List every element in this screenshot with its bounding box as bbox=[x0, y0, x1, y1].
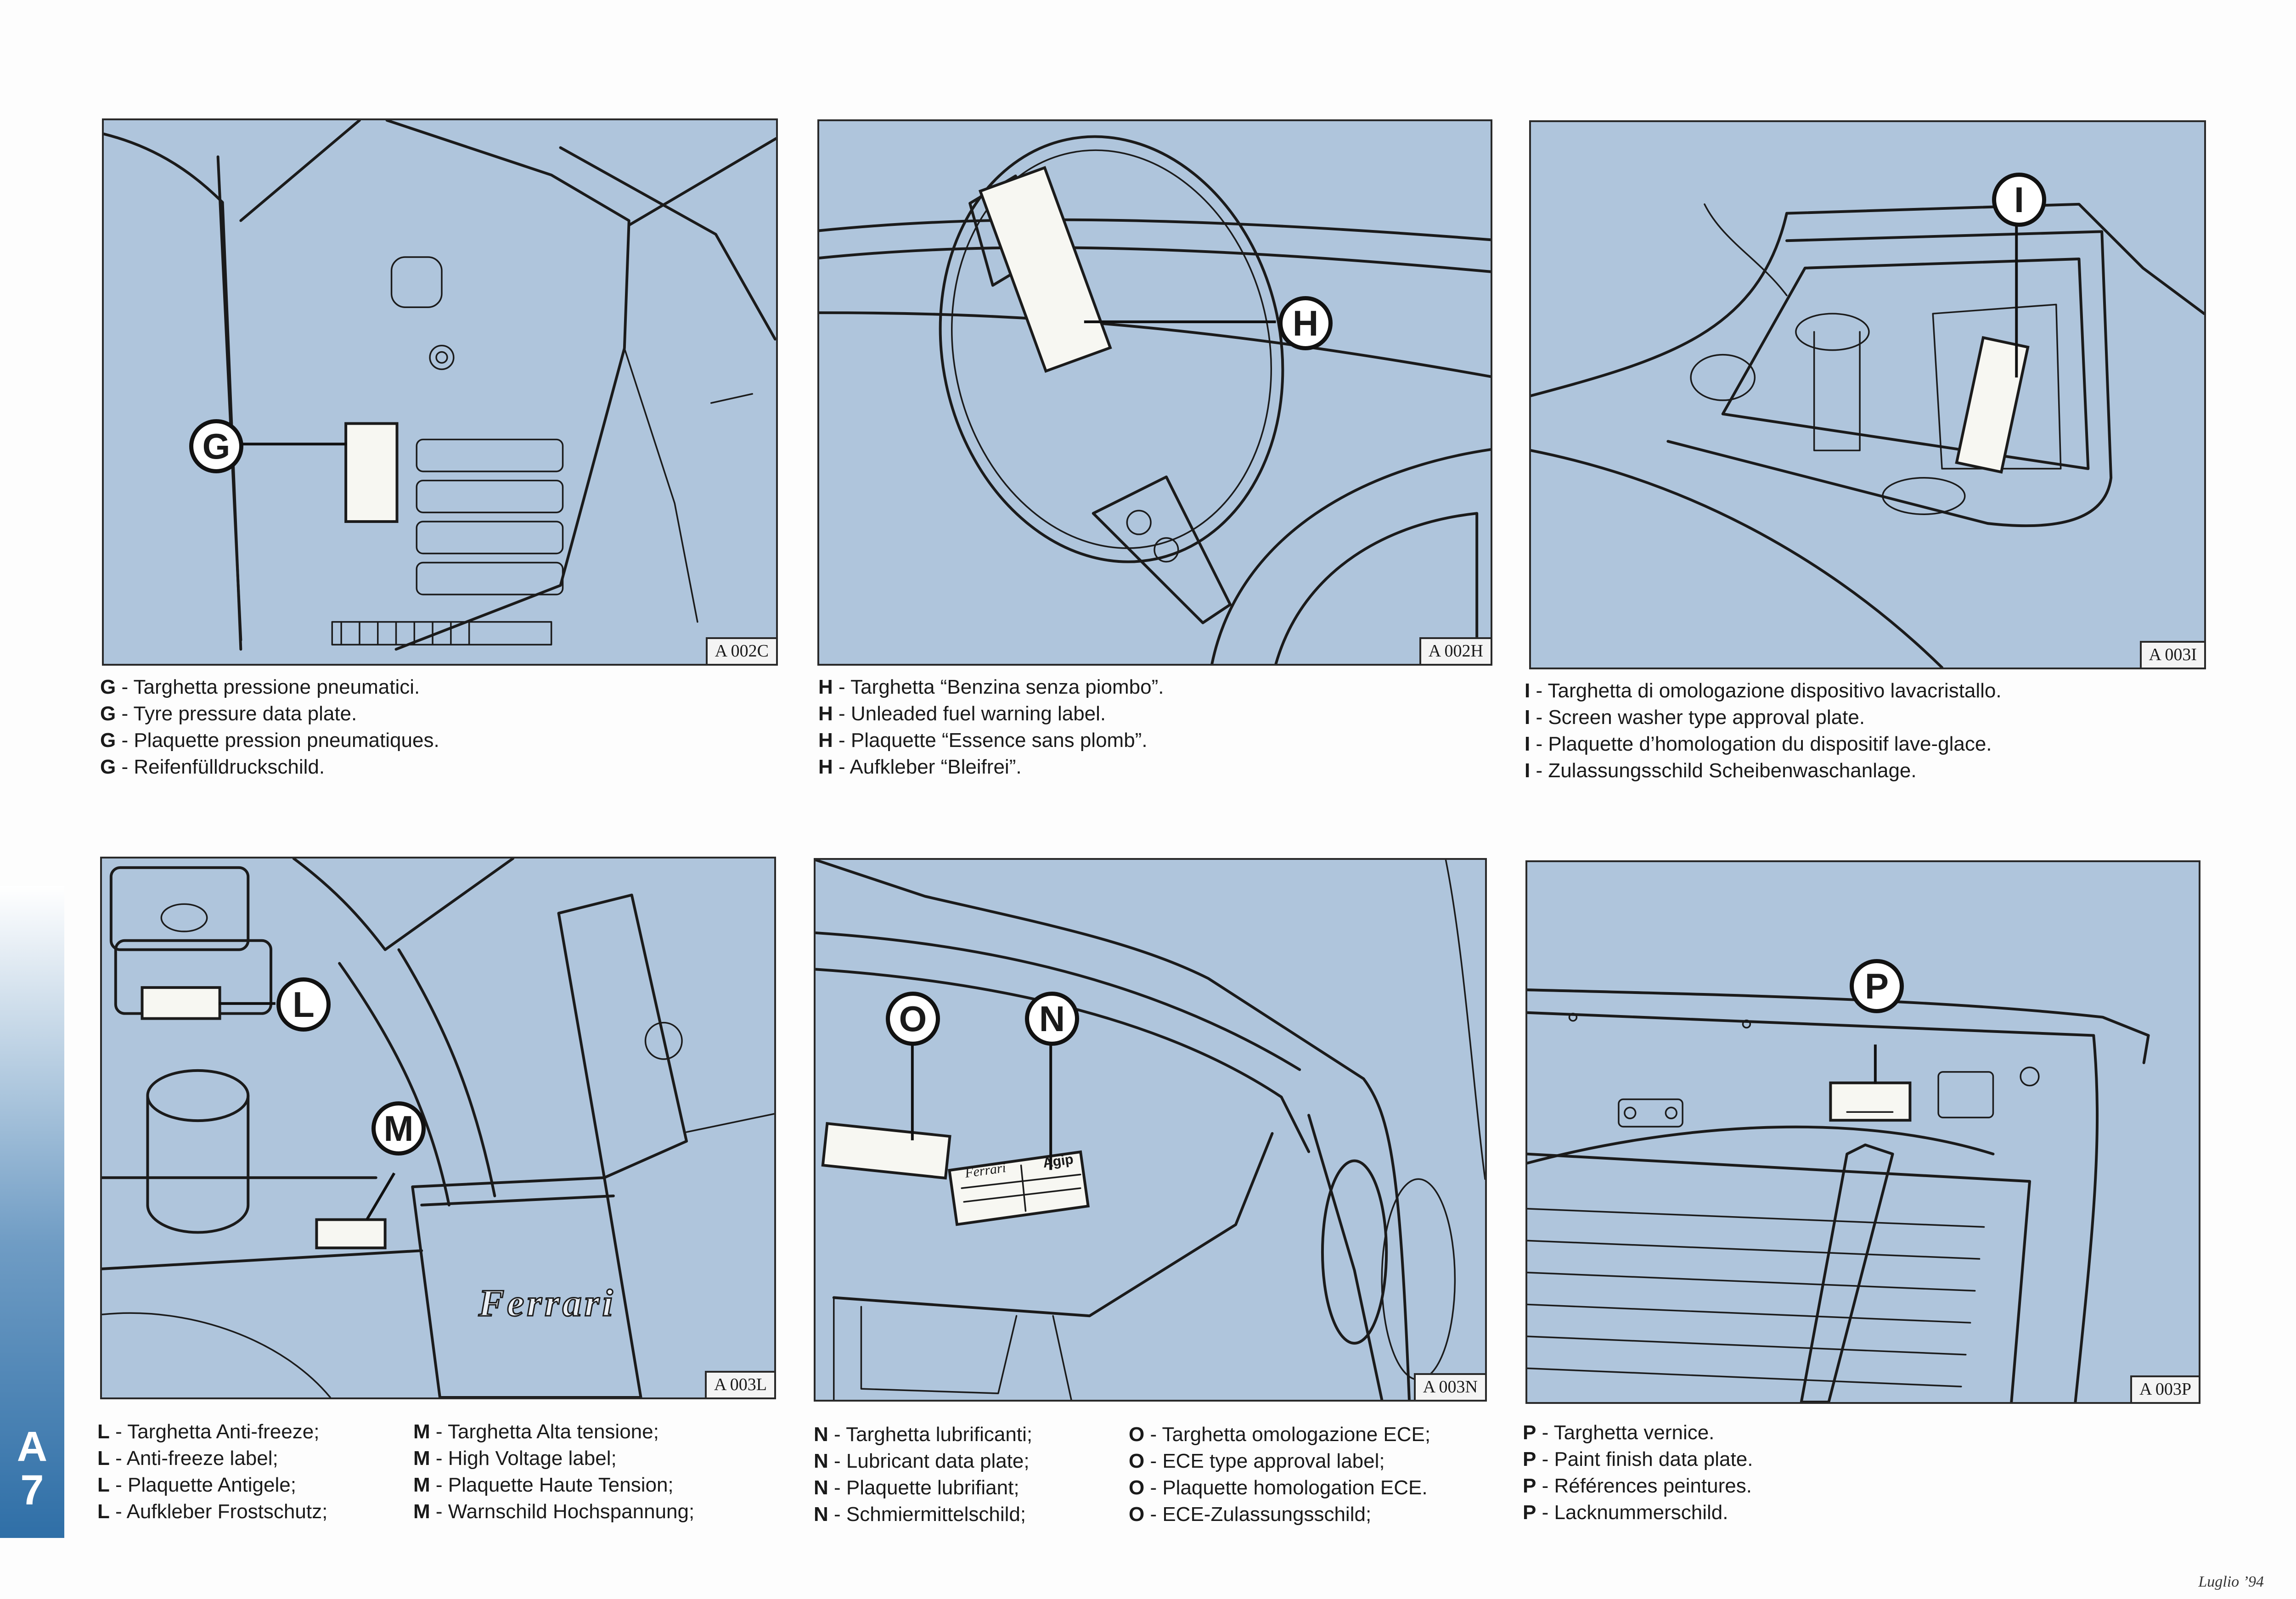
caption-o: O - Targhetta omologazione ECE; O - ECE … bbox=[1129, 1421, 1430, 1528]
caption-line: N - Lubricant data plate; bbox=[814, 1450, 1030, 1472]
caption-line: M - Plaquette Haute Tension; bbox=[413, 1474, 674, 1496]
caption-m: M - Targhetta Alta tensione; M - High Vo… bbox=[413, 1419, 694, 1525]
illustration-panel-no: O N Ferrari Agip A 003N bbox=[814, 858, 1487, 1402]
caption-line: O - Plaquette homologation ECE. bbox=[1129, 1476, 1428, 1499]
washer-reservoir-drawing bbox=[1531, 202, 2204, 668]
figure-code: A 003L bbox=[704, 1371, 774, 1397]
caption-i: I - Targhetta di omologazione dispositiv… bbox=[1525, 678, 2002, 784]
illustration-panel-g: G A 002C bbox=[102, 118, 778, 666]
figure-code: A 002C bbox=[705, 637, 776, 664]
caption-line: L - Plaquette Antigele; bbox=[97, 1474, 296, 1496]
callout-badge-l: L bbox=[276, 977, 331, 1032]
caption-l: L - Targhetta Anti-freeze; L - Anti-free… bbox=[97, 1419, 327, 1525]
section-letter: A bbox=[17, 1423, 48, 1470]
page-number: 7 bbox=[20, 1467, 44, 1514]
caption-line: H - Unleaded fuel warning label. bbox=[818, 702, 1106, 725]
caption-line: O - ECE-Zulassungsschild; bbox=[1129, 1503, 1372, 1526]
caption-line: I - Targhetta di omologazione dispositiv… bbox=[1525, 679, 2002, 702]
illustration-panel-i: I A 003I bbox=[1529, 120, 2206, 669]
caption-line: H - Aufkleber “Bleifrei”. bbox=[818, 756, 1022, 778]
caption-line: M - Targhetta Alta tensione; bbox=[413, 1420, 659, 1443]
front-compartment-drawing bbox=[816, 860, 1485, 1400]
callout-badge-o: O bbox=[886, 992, 940, 1046]
callout-badge-n: N bbox=[1025, 992, 1079, 1046]
caption-line: G - Plaquette pression pneumatiques. bbox=[100, 729, 439, 752]
caption-line: L - Targhetta Anti-freeze; bbox=[97, 1420, 320, 1443]
caption-line: N - Schmiermittelschild; bbox=[814, 1503, 1026, 1526]
illustration-panel-h: H A 002H bbox=[817, 119, 1492, 666]
section-side-tab bbox=[0, 886, 64, 1538]
door-jamb-drawing bbox=[104, 120, 776, 651]
caption-line: P - Lacknummerschild. bbox=[1523, 1501, 1728, 1524]
caption-line: L - Aufkleber Frostschutz; bbox=[97, 1500, 328, 1523]
engine-bay-drawing bbox=[102, 858, 774, 1397]
rear-lid-drawing bbox=[1527, 988, 2150, 1402]
caption-line: G - Targhetta pressione pneumatici. bbox=[100, 676, 420, 698]
callout-badge-i: I bbox=[1992, 173, 2046, 227]
caption-line: H - Targhetta “Benzina senza piombo”. bbox=[818, 676, 1164, 698]
figure-code: A 003N bbox=[1413, 1373, 1485, 1400]
callout-badge-h: H bbox=[1278, 296, 1333, 350]
figure-code: A 002H bbox=[1419, 637, 1491, 664]
caption-line: O - ECE type approval label; bbox=[1129, 1450, 1385, 1472]
illustration-panel-lm: L M Ferrari A 003L bbox=[100, 857, 776, 1399]
caption-n: N - Targhetta lubrificanti; N - Lubrican… bbox=[814, 1421, 1032, 1528]
caption-line: G - Reifenfülldruckschild. bbox=[100, 756, 325, 778]
illustration-panel-p: P A 003P bbox=[1525, 860, 2200, 1404]
callout-badge-p: P bbox=[1850, 959, 1904, 1013]
caption-line: G - Tyre pressure data plate. bbox=[100, 702, 357, 725]
callout-badge-m: M bbox=[371, 1101, 426, 1156]
figure-code: A 003P bbox=[2130, 1375, 2199, 1402]
caption-line: P - Paint finish data plate. bbox=[1523, 1448, 1753, 1470]
caption-line: N - Targhetta lubrificanti; bbox=[814, 1423, 1033, 1446]
caption-line: M - Warnschild Hochspannung; bbox=[413, 1500, 695, 1523]
caption-line: P - Références peintures. bbox=[1523, 1475, 1752, 1497]
callout-badge-g: G bbox=[189, 419, 243, 473]
caption-g: G - Targhetta pressione pneumatici. G - … bbox=[100, 674, 439, 780]
caption-line: H - Plaquette “Essence sans plomb”. bbox=[818, 729, 1148, 752]
engine-cover-logo: Ferrari bbox=[478, 1281, 616, 1325]
figure-code: A 003I bbox=[2139, 641, 2204, 668]
edition-date: Luglio ’94 bbox=[2198, 1573, 2264, 1590]
caption-line: I - Screen washer type approval plate. bbox=[1525, 706, 1865, 729]
caption-line: M - High Voltage label; bbox=[413, 1447, 617, 1470]
caption-line: P - Targhetta vernice. bbox=[1523, 1421, 1715, 1444]
caption-h: H - Targhetta “Benzina senza piombo”. H … bbox=[818, 674, 1164, 780]
caption-p: P - Targhetta vernice. P - Paint finish … bbox=[1523, 1419, 1753, 1526]
fuel-filler-drawing bbox=[819, 135, 1491, 664]
caption-line: I - Plaquette d’homologation du disposit… bbox=[1525, 733, 1992, 755]
caption-line: O - Targhetta omologazione ECE; bbox=[1129, 1423, 1431, 1446]
caption-line: L - Anti-freeze label; bbox=[97, 1447, 278, 1470]
caption-line: N - Plaquette lubrifiant; bbox=[814, 1476, 1019, 1499]
caption-line: I - Zulassungsschild Scheibenwaschanlage… bbox=[1525, 759, 1917, 782]
